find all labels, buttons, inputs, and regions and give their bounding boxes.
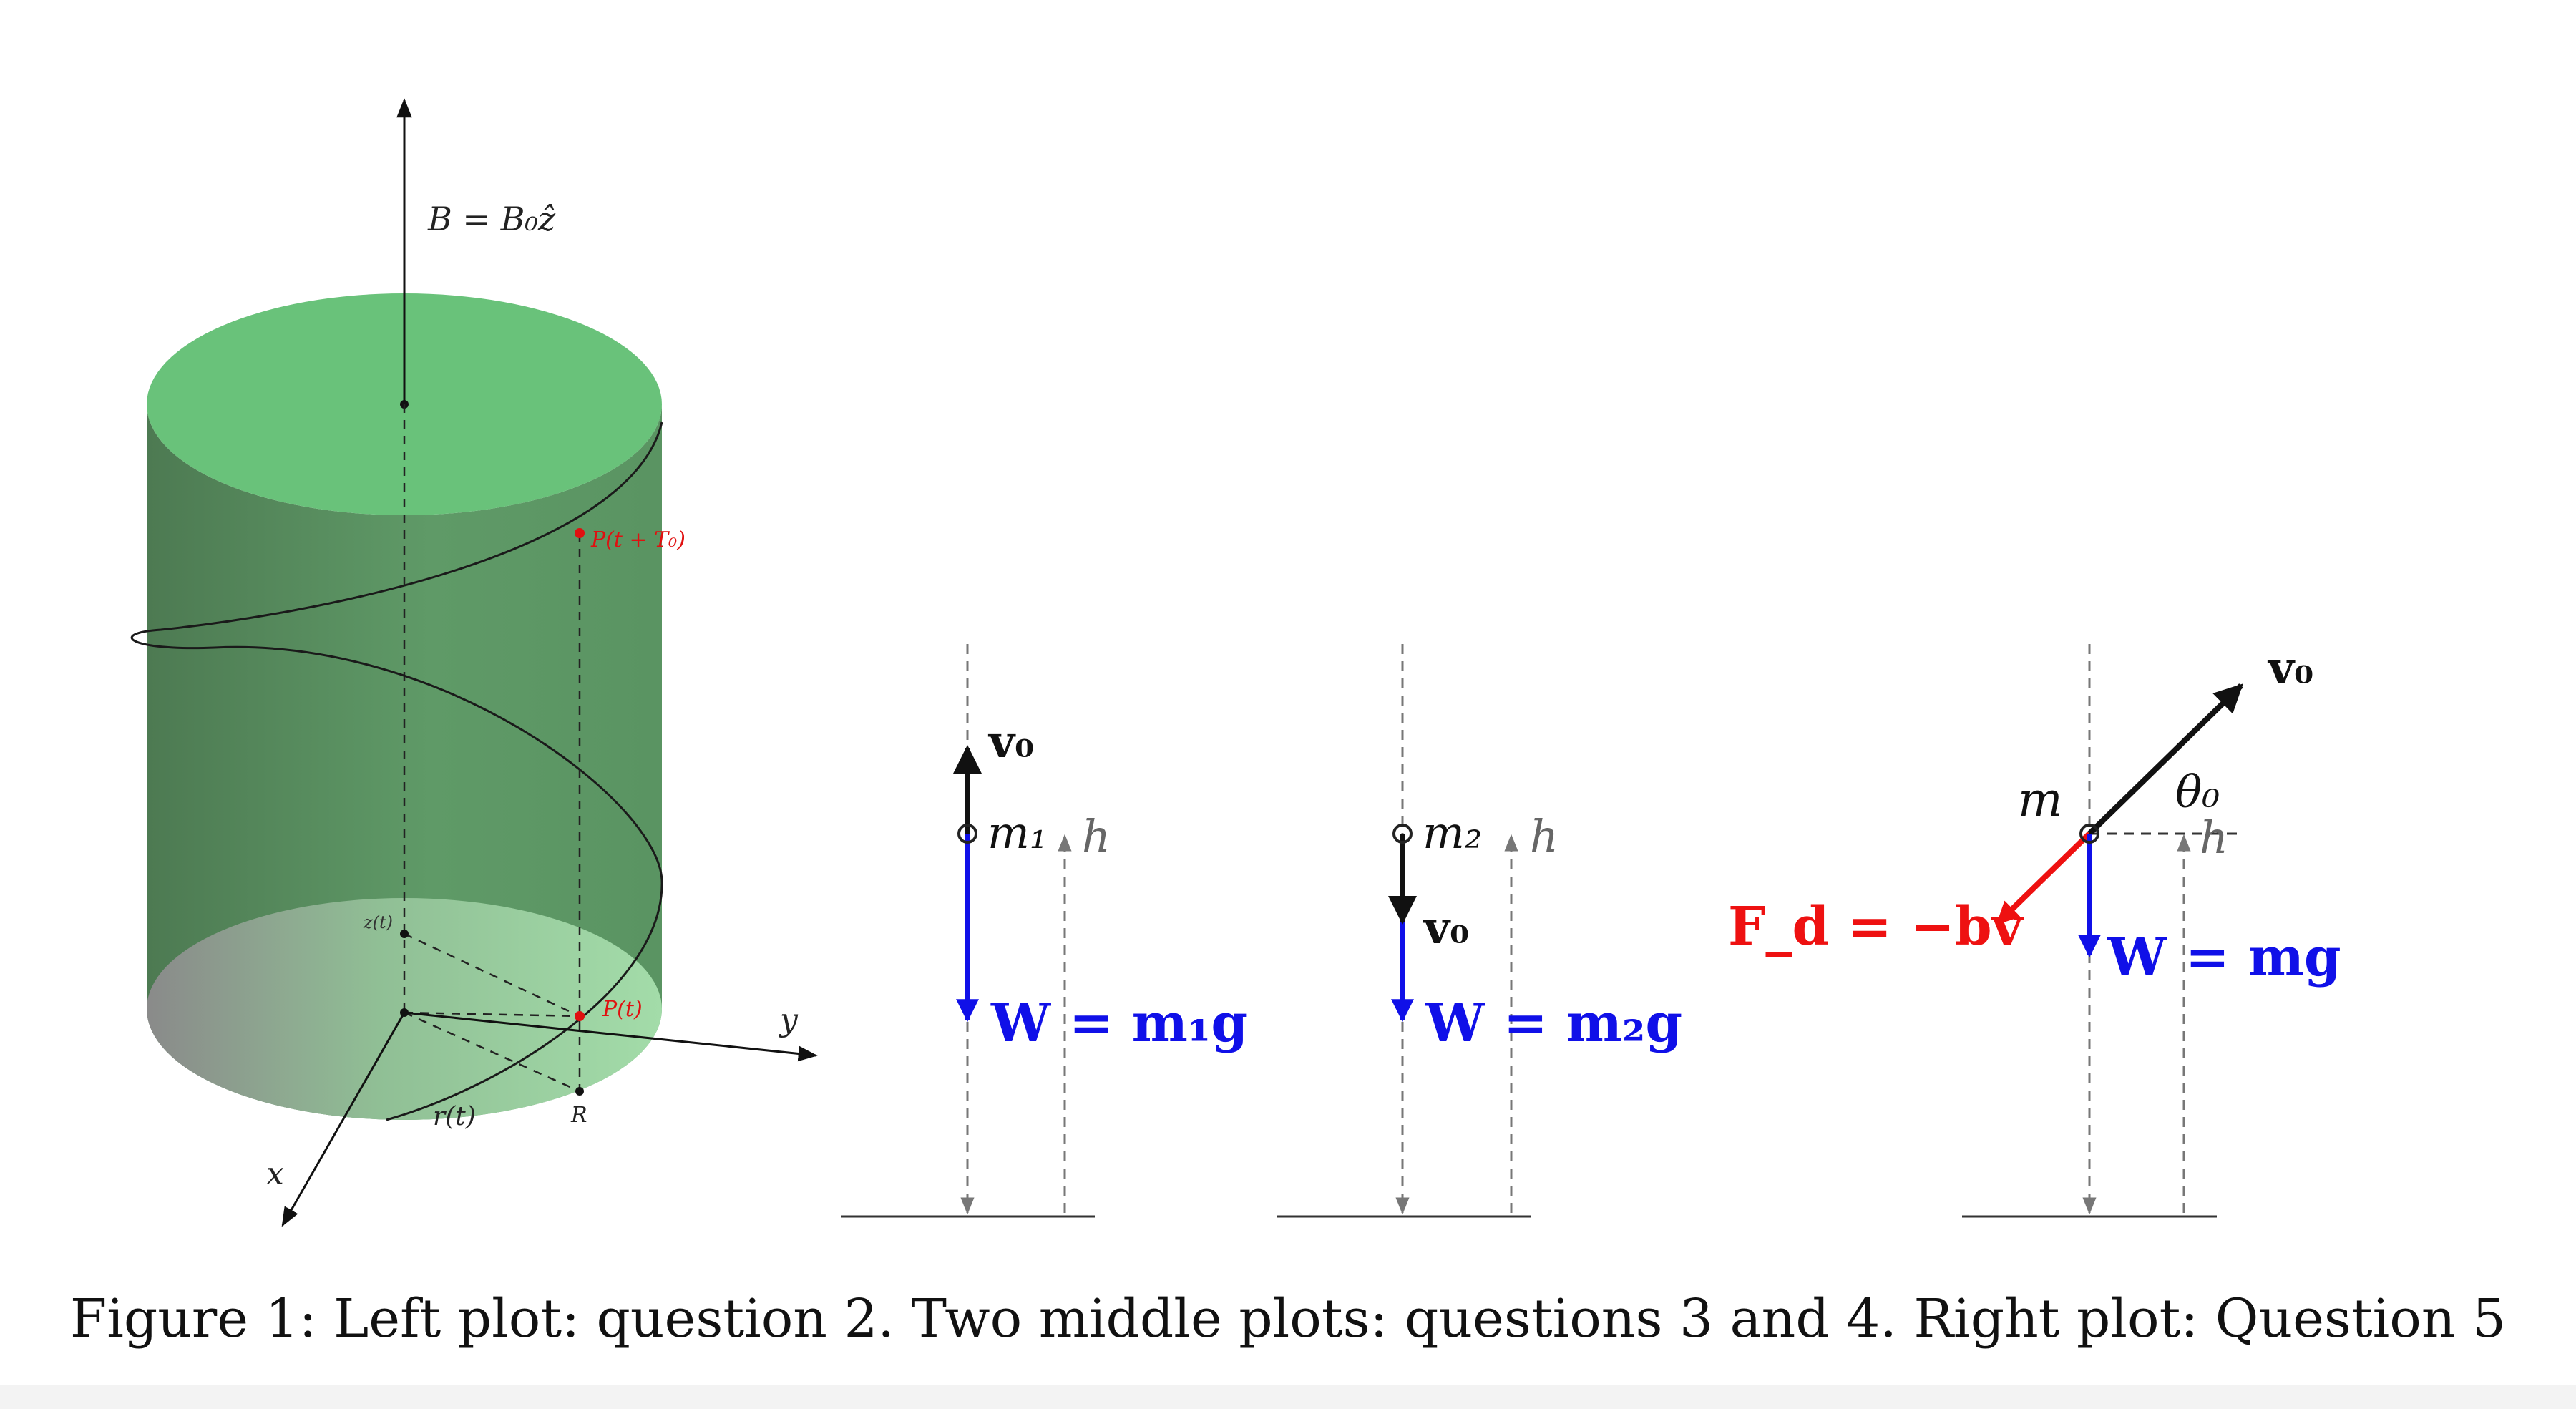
b-field-label: B = B₀ẑ (427, 200, 556, 238)
bottom-strip (0, 1385, 2576, 1409)
point-p-t-label: P(t) (602, 997, 643, 1022)
plot-question-3: v₀ m₁ h W = m₁g (841, 644, 1248, 1218)
base-dashed-2 (404, 1011, 580, 1018)
z-label: z(t) (363, 912, 393, 932)
weight-label: W = m₂g (1425, 993, 1682, 1054)
point-p-t-plus-t0 (575, 528, 585, 538)
velocity-label: v₀ (1423, 902, 1469, 954)
height-label: h (1530, 810, 1558, 862)
R-label: R (570, 1103, 587, 1128)
height-label: h (1082, 810, 1111, 862)
point-p-t (575, 1011, 585, 1021)
velocity-label: v₀ (987, 716, 1034, 768)
plot-question-4: m₂ h v₀ W = m₂g (1277, 644, 1682, 1218)
y-axis (404, 1011, 818, 1062)
R-dot (575, 1087, 584, 1096)
cylinder-plot: B = B₀ẑ P(t + T₀) P(t) z(t) r(t) R y x (130, 98, 818, 1227)
point-p-t-plus-t0-label: P(t + T₀) (590, 527, 686, 552)
mass-label: m (2018, 772, 2063, 827)
mass-point (1392, 824, 1413, 844)
drag-force-arrow (1996, 832, 2092, 925)
velocity-arrow (2087, 683, 2243, 836)
y-axis-label: y (779, 1002, 799, 1038)
mass-point (2079, 824, 2099, 844)
base-dashed-1 (404, 1011, 580, 1093)
origin-dot (400, 1008, 409, 1017)
mass-label: m₁ (987, 806, 1048, 859)
weight-label: W = mg (2107, 927, 2341, 988)
r-label: r(t) (433, 1102, 476, 1131)
angle-label: θ₀ (2175, 766, 2220, 818)
helix-curve (130, 421, 663, 1121)
weight-label: W = m₁g (990, 993, 1248, 1054)
figure-caption: Figure 1: Left plot: question 2. Two mid… (69, 1288, 2507, 1350)
mass-label: m₂ (1423, 806, 1483, 859)
mass-point (957, 824, 977, 844)
z-dot (400, 930, 409, 938)
x-axis-label: x (266, 1156, 284, 1192)
base-dashed-3 (404, 932, 580, 1018)
velocity-label: v₀ (2267, 642, 2313, 694)
x-axis (281, 1012, 406, 1227)
drag-force-label: F_d = −bv (1728, 896, 2024, 957)
plot-question-5: v₀ m θ₀ h F_d = −bv W = mg (1728, 642, 2341, 1218)
height-label: h (2200, 811, 2228, 864)
